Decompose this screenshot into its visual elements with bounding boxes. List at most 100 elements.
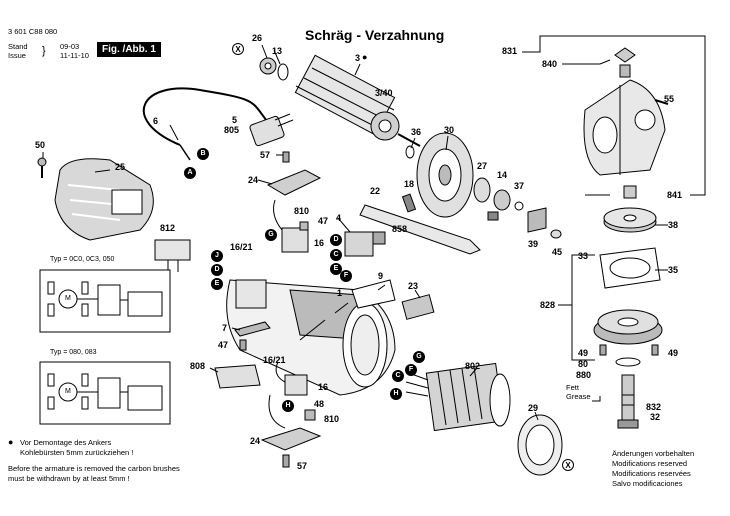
callout-13: 13	[272, 46, 283, 56]
callout-49a: 49	[578, 348, 589, 358]
motor-symbol-2: M	[65, 388, 71, 395]
issue-date: 11-11-10	[60, 51, 89, 60]
switch-slider-24b	[260, 427, 322, 451]
callout-832: 832	[646, 402, 662, 412]
callout-16b: 16	[318, 382, 329, 392]
callout-808: 808	[190, 361, 206, 371]
header-brace: }	[42, 45, 46, 57]
marker-j: J	[211, 250, 223, 262]
callout-5: 5	[232, 115, 238, 125]
reserved-en: Modifications reserved	[612, 459, 688, 468]
marker-d: D	[330, 234, 342, 246]
ring-27	[473, 177, 491, 203]
callout-35: 35	[668, 265, 679, 275]
type-label-1: Typ = 0C0, 0C3, 050	[50, 256, 115, 263]
callout-802: 802	[465, 361, 481, 371]
bearing-flange	[593, 309, 663, 345]
bushing-841	[623, 185, 637, 199]
plate-808	[214, 364, 261, 389]
callout-26: 26	[252, 33, 263, 43]
callout-45: 45	[552, 247, 563, 257]
fan-30	[416, 132, 474, 218]
part-number: 3 601 C88 080	[8, 27, 58, 36]
callout-30: 30	[444, 125, 455, 135]
screw-57b	[282, 454, 290, 468]
strip-23	[401, 294, 435, 320]
marker-d2: D	[211, 264, 223, 276]
bearing-14	[493, 189, 511, 211]
callout-810a: 810	[294, 206, 310, 216]
callout-57b: 57	[297, 461, 308, 471]
diagram-title: Schräg - Verzahnung	[305, 27, 445, 43]
grease-label-de: Fett	[566, 383, 579, 392]
ring-80	[615, 357, 641, 367]
field-coil-802	[425, 362, 511, 432]
suppressor-812	[154, 239, 191, 261]
callout-48: 48	[314, 399, 325, 409]
callout-16-21b: 16/21	[263, 355, 286, 365]
callout-25: 25	[115, 162, 126, 172]
marker-g2: G	[413, 351, 425, 363]
callout-880: 880	[576, 370, 592, 380]
gear-housing	[583, 79, 666, 176]
callout-57a: 57	[260, 150, 271, 160]
callout-39: 39	[528, 239, 539, 249]
callout-49b: 49	[668, 348, 679, 358]
note-dot-icon: ●	[362, 52, 368, 62]
spindle-832	[617, 374, 639, 429]
marker-f: F	[340, 270, 352, 282]
marker-e2: E	[211, 278, 223, 290]
grease-label-en: Grease	[566, 392, 591, 401]
callout-841: 841	[667, 190, 683, 200]
motor-housing	[226, 279, 396, 396]
callout-828: 828	[540, 300, 556, 310]
wiring-schematic-1	[39, 269, 171, 333]
callout-4: 4	[336, 213, 342, 223]
power-cable	[142, 87, 271, 146]
callout-36: 36	[411, 127, 422, 137]
reserved-fr: Modifications reservées	[612, 469, 691, 478]
marker-g: G	[265, 229, 277, 241]
marker-e: E	[330, 263, 342, 275]
marker-h: H	[390, 388, 402, 400]
callout-18: 18	[404, 179, 415, 189]
note-de-2: Kohlebürsten 5mm zurückziehen !	[20, 448, 134, 457]
callout-55: 55	[664, 94, 675, 104]
screw-57	[282, 151, 290, 163]
motor-symbol-1: M	[65, 295, 71, 302]
washer-36	[405, 145, 415, 159]
callout-16a: 16	[314, 238, 325, 248]
rear-cover	[54, 158, 154, 241]
callout-9: 9	[378, 271, 384, 281]
clip-7	[234, 321, 271, 337]
callout-16-21a: 16/21	[230, 242, 253, 252]
lever-22	[359, 204, 481, 255]
callout-858: 858	[392, 224, 408, 234]
callout-23: 23	[408, 281, 419, 291]
callout-812: 812	[160, 223, 176, 233]
callout-47a: 47	[318, 216, 329, 226]
marker-x-icon: X	[232, 43, 244, 55]
callout-14: 14	[497, 170, 508, 180]
callout-24b: 24	[250, 436, 261, 446]
armature	[294, 54, 421, 147]
switch-16	[281, 227, 309, 253]
brush-holder-4	[344, 231, 374, 257]
callout-24a: 24	[248, 175, 259, 185]
callout-3: 3	[355, 53, 361, 63]
stand-date: 09-03	[60, 42, 80, 51]
callout-32: 32	[650, 412, 661, 422]
figure-label: Fig. /Abb. 1	[97, 42, 161, 57]
marker-c: C	[330, 249, 342, 261]
issue-label: Issue	[8, 51, 26, 60]
callout-33: 33	[578, 251, 589, 261]
pinion-39	[527, 207, 547, 233]
wiring-schematic-2	[39, 361, 171, 425]
note-bullet-icon: ●	[8, 437, 14, 447]
note-en-2: must be withdrawn by at least 5mm !	[8, 474, 130, 483]
callout-22: 22	[370, 186, 381, 196]
reserved-de: Änderungen vorbehalten	[612, 449, 695, 458]
callout-29: 29	[528, 403, 539, 413]
